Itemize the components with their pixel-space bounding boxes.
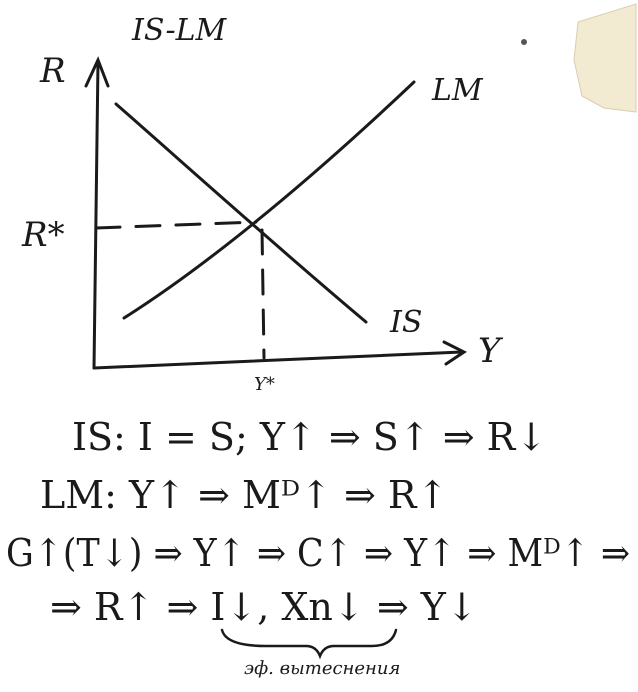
x-axis [92, 350, 464, 370]
is-curve [114, 102, 368, 324]
y-star-dash [260, 228, 266, 360]
y-axis [92, 60, 100, 370]
lm-label: LM [431, 73, 484, 108]
r-star-label: R* [21, 215, 65, 255]
y-axis-label: R [39, 51, 66, 91]
y-axis-arrowhead [84, 56, 110, 88]
paper-scrap [573, 3, 637, 113]
r-star-dash [94, 220, 258, 230]
y-star-label: Y* [254, 374, 275, 395]
is-label: IS [389, 305, 422, 340]
equilibrium-guides [94, 220, 266, 360]
x-axis-arrowhead [442, 340, 467, 366]
fiscal-chain-line1: G↑(T↓) ⇒ Y↑ ⇒ C↑ ⇒ Y↑ ⇒ Mᴰ↑ ⇒ [6, 531, 630, 575]
curves [114, 80, 416, 324]
lm-equation: LM: Y↑ ⇒ Mᴰ↑ ⇒ R↑ [40, 473, 448, 517]
crowding-out-note: эф. вытеснения [244, 658, 400, 679]
fiscal-chain-line2: ⇒ R↑ ⇒ I↓, Xn↓ ⇒ Y↓ [50, 585, 478, 629]
underbrace [220, 628, 398, 660]
ink-dot [521, 39, 527, 45]
is-equation: IS: I = S; Y↑ ⇒ S↑ ⇒ R↓ [72, 415, 547, 459]
chart-title: IS-LM [131, 13, 228, 48]
axes [84, 56, 467, 370]
x-axis-label: Y [478, 331, 504, 371]
lm-curve [122, 80, 416, 320]
